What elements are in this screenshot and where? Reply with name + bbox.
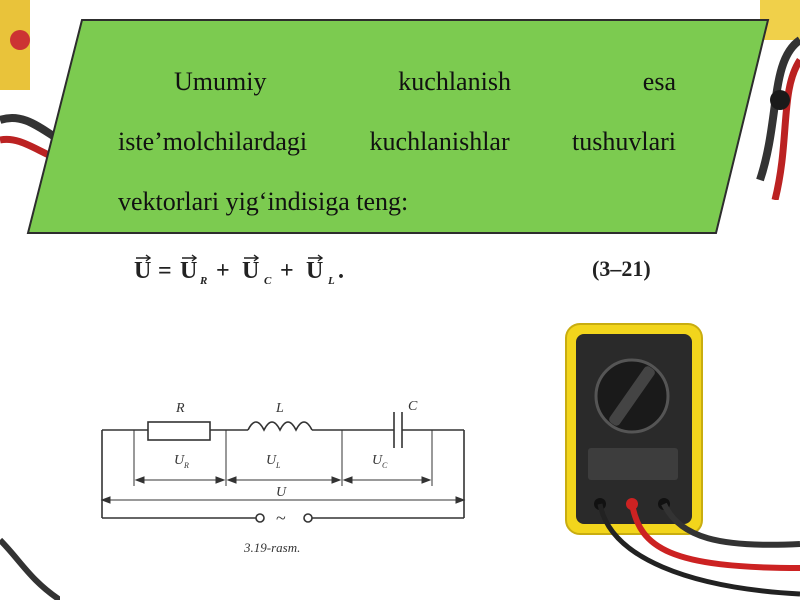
label-uc-sub: C <box>382 461 388 470</box>
paragraph-line-3: vektorlari yig‘indisiga teng: <box>118 187 409 216</box>
word: iste’molchilardagi <box>118 127 308 156</box>
figure-caption: 3.19-rasm. <box>243 540 300 555</box>
word: esa <box>642 67 676 96</box>
text-banner-shape <box>26 19 770 234</box>
terminal-right <box>303 513 313 523</box>
word: kuchlanishlar <box>369 127 510 156</box>
terminal-left <box>255 513 265 523</box>
formula-eq: = <box>158 258 172 284</box>
label-ur: U <box>174 453 185 468</box>
formula-uc: U <box>242 258 259 284</box>
formula-uc-sub: C <box>264 275 272 286</box>
formula-ur: U <box>180 258 197 284</box>
resistor-symbol <box>147 421 211 441</box>
multimeter-image <box>565 323 800 597</box>
formula-number: (3–21) <box>592 256 651 281</box>
label-u: U <box>276 485 287 500</box>
source-tilde: ~ <box>276 508 286 528</box>
formula-u: U <box>134 258 151 284</box>
formula-ul: U <box>306 258 323 284</box>
paragraph-line-2: iste’molchilardagi kuchlanishlar tushuvl… <box>118 112 676 172</box>
label-ur-sub: R <box>183 461 189 470</box>
paragraph: Umumiy kuchlanish esa iste’molchilardagi… <box>118 52 676 232</box>
formula-plus-1: + <box>216 258 230 284</box>
rlc-series-circuit: R L C U R U L U C U ~ 3.19-rasm. <box>100 399 466 555</box>
word: Umumiy <box>174 67 267 96</box>
label-r: R <box>175 401 185 416</box>
paragraph-line-1: Umumiy kuchlanish esa <box>118 52 676 112</box>
formula-plus-2: + <box>280 258 294 284</box>
vector-sum-formula: U = U R + U C + U L . (3–21) <box>134 254 651 286</box>
formula-end: . <box>338 258 344 284</box>
label-ul-sub: L <box>275 461 281 470</box>
formula-ur-sub: R <box>199 275 207 286</box>
label-uc: U <box>372 453 383 468</box>
inductor-symbol <box>247 421 313 432</box>
word: tushuvlari <box>572 127 676 156</box>
top-left-wires-decoration <box>0 0 80 169</box>
label-l: L <box>275 401 284 416</box>
formula-ul-sub: L <box>327 275 335 286</box>
label-c: C <box>408 399 418 414</box>
top-right-wires-decoration <box>756 0 800 200</box>
vector-arrows <box>136 254 324 262</box>
word: kuchlanish <box>398 67 511 96</box>
bottom-left-wire-decoration <box>0 537 60 600</box>
label-ul: U <box>266 453 277 468</box>
